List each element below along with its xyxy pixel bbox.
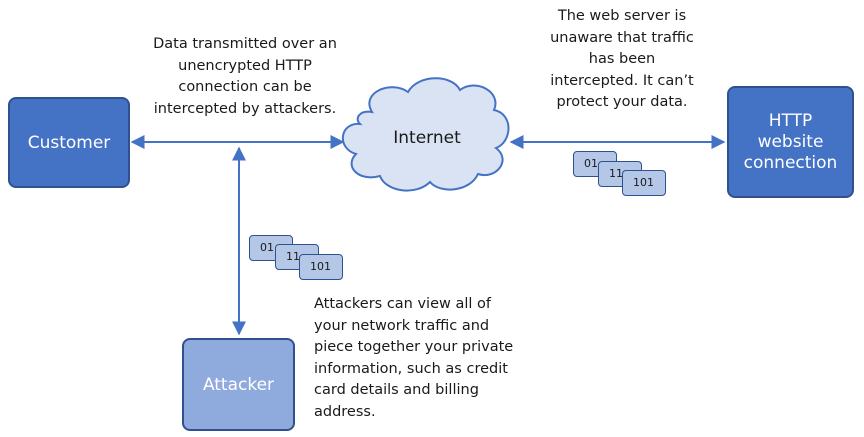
attacker-note: Attackers can view all of your network t… bbox=[314, 296, 514, 420]
transmission-note: Data transmitted over an unencrypted HTT… bbox=[153, 36, 337, 117]
packet-101: 101 bbox=[622, 170, 666, 196]
server-note: The web server is unaware that traffic h… bbox=[550, 8, 694, 110]
http-server-node: HTTP website connection bbox=[727, 86, 854, 198]
internet-cloud-icon bbox=[341, 77, 510, 192]
customer-label: Customer bbox=[27, 132, 111, 153]
server-label: HTTP website connection bbox=[743, 110, 838, 173]
attacker-label: Attacker bbox=[202, 374, 275, 395]
packet-101: 101 bbox=[299, 254, 343, 280]
internet-label: Internet bbox=[393, 128, 461, 148]
attacker-node: Attacker bbox=[182, 338, 295, 431]
customer-node: Customer bbox=[8, 97, 130, 188]
packet-11: 11 bbox=[598, 161, 642, 187]
